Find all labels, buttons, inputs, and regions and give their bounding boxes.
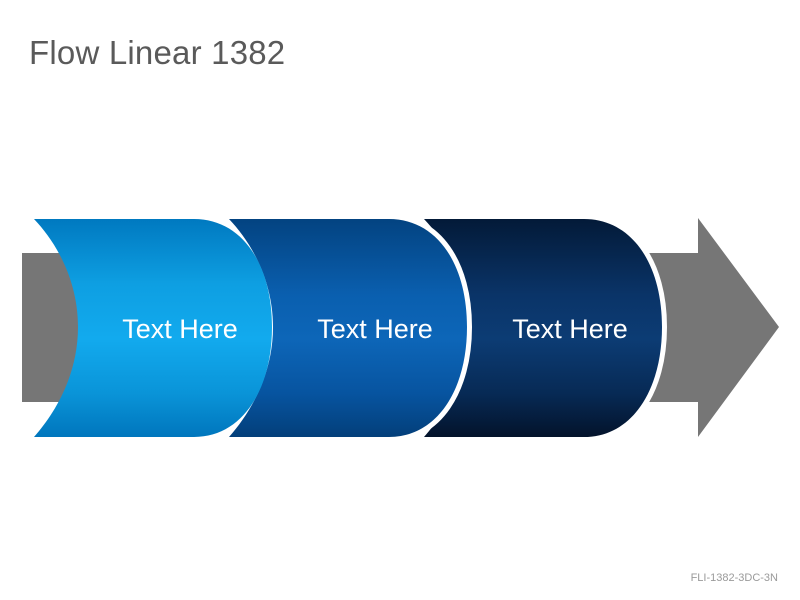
slide-title: Flow Linear 1382 [29,34,286,71]
flow-step-3: Text Here [419,214,667,442]
flow-step-2: Text Here [224,214,472,442]
flow-step-1-label: Text Here [122,314,238,344]
slide-code: FLI-1382-3DC-3N [690,572,778,584]
flow-step-1: Text Here [34,219,272,437]
flow-step-3-label: Text Here [512,314,628,344]
flow-step-2-label: Text Here [317,314,433,344]
